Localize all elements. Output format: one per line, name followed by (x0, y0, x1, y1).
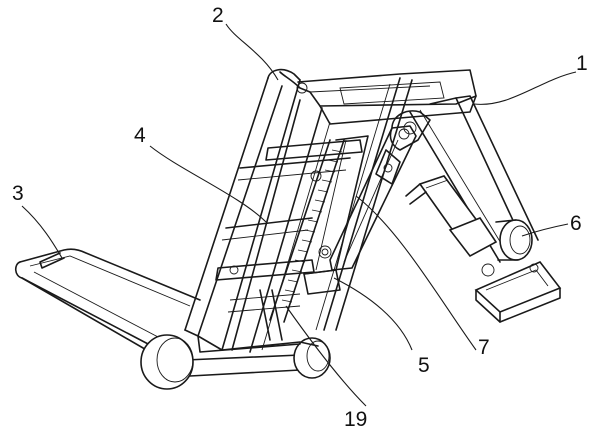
leader-lines (21, 23, 577, 407)
callout-6: 6 (570, 212, 582, 235)
right-wheel (293, 337, 331, 379)
callout-5: 5 (418, 354, 430, 377)
callout-3: 3 (12, 182, 24, 205)
callout-2: 2 (212, 4, 224, 27)
callout-1: 1 (576, 52, 588, 75)
callout-7: 7 (478, 336, 490, 359)
callout-19: 19 (344, 408, 367, 431)
actuator-cylinder (405, 175, 533, 277)
callout-4: 4 (134, 124, 146, 147)
rack-teeth (281, 149, 343, 303)
main-mast (184, 68, 477, 353)
foot-plate (474, 261, 562, 323)
left-wheel (140, 334, 194, 390)
handle-frame (14, 248, 321, 377)
